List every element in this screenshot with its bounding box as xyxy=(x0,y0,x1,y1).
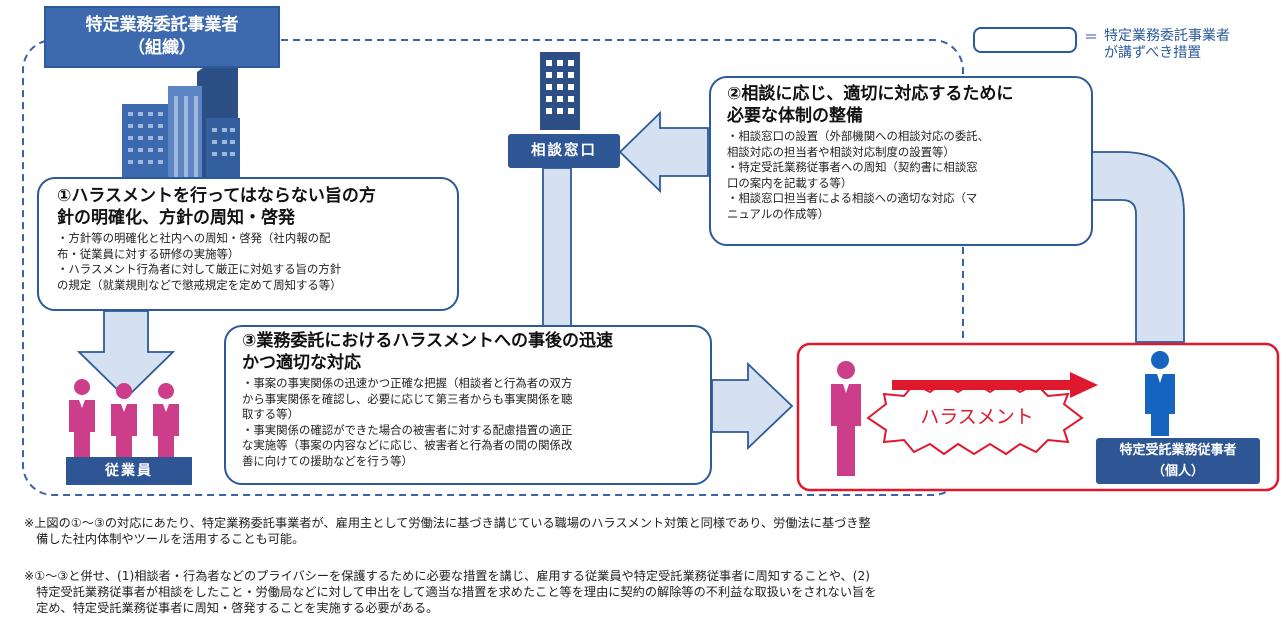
legend-line2: が講ずべき措置 xyxy=(1104,45,1202,61)
measure-box-1-body: ・方針等の明確化と社内への周知・啓発（社内報の配 布・従業員に対する研修の実施等… xyxy=(57,231,342,292)
organization-title: 特定業務委託事業者 （組織） xyxy=(44,6,280,68)
arrow-to-consult xyxy=(618,110,709,194)
measure-box-1-title: ①ハラスメントを行ってはならない旨の方 針の明確化、方針の周知・啓発 xyxy=(57,186,376,228)
footnote-2: ※①～③と併せ、(1)相談者・行為者などのプライバシーを保護するために必要な措置… xyxy=(24,569,877,615)
worker-label-line2: （個人） xyxy=(1151,464,1204,479)
measure-box-3: ③業務委託におけるハラスメントへの事後の迅速 かつ適切な対応 ・事案の事実関係の… xyxy=(224,325,712,485)
footnote-1: ※上図の①～③の対応にあたり、特定業務委託事業者が、雇用主として労働法に基づき講… xyxy=(24,516,871,546)
person-icon xyxy=(111,383,137,458)
person-icon xyxy=(69,379,95,458)
worker-label-line1: 特定受託業務従事者 xyxy=(1119,443,1237,458)
person-icon xyxy=(153,383,179,458)
harassment-arrow-shaft xyxy=(892,380,1072,390)
arrow-to-incident xyxy=(711,361,794,451)
measure-box-3-body: ・事案の事実関係の迅速かつ正確な把握（相談者と行為者の双方 から事実関係を確認し… xyxy=(242,376,573,468)
worker-label: 特定受託業務従事者 （個人） xyxy=(1096,438,1260,484)
connector-consult-to-box3 xyxy=(542,167,572,327)
consultation-window-label: 相談窓口 xyxy=(508,134,620,168)
person-icon xyxy=(831,361,861,476)
legend-equals: ＝ xyxy=(1084,30,1098,46)
measure-box-3-title: ③業務委託におけるハラスメントへの事後の迅速 かつ適切な対応 xyxy=(242,331,614,373)
measure-box-2-title: ②相談に応じ、適切に対応するために 必要な体制の整備 xyxy=(727,84,1014,126)
legend-line1: 特定業務委託事業者 xyxy=(1104,28,1230,44)
measure-box-1: ①ハラスメントを行ってはならない旨の方 針の明確化、方針の周知・啓発 ・方針等の… xyxy=(37,177,459,311)
legend-sample-box xyxy=(973,27,1077,53)
measure-box-2-body: ・相談窓口の設置（外部機関への相談対応の委託、 相談対応の担当者や相談対応制度の… xyxy=(727,129,989,221)
harassment-arrow-head xyxy=(1070,372,1098,398)
harassment-label: ハラスメント xyxy=(920,406,1034,428)
person-icon xyxy=(1145,351,1175,436)
employees-label: 従業員 xyxy=(66,457,192,485)
connector-worker-to-box2 xyxy=(1091,151,1185,343)
organization-title-line2: （組織） xyxy=(128,38,196,58)
measure-box-2: ②相談に応じ、適切に対応するために 必要な体制の整備 ・相談窓口の設置（外部機関… xyxy=(709,76,1093,246)
office-building-icon xyxy=(540,52,580,130)
arrow-to-employees xyxy=(76,310,176,400)
organization-title-line1: 特定業務委託事業者 xyxy=(85,15,239,35)
legend-text: 特定業務委託事業者 が講ずべき措置 xyxy=(1104,28,1230,62)
